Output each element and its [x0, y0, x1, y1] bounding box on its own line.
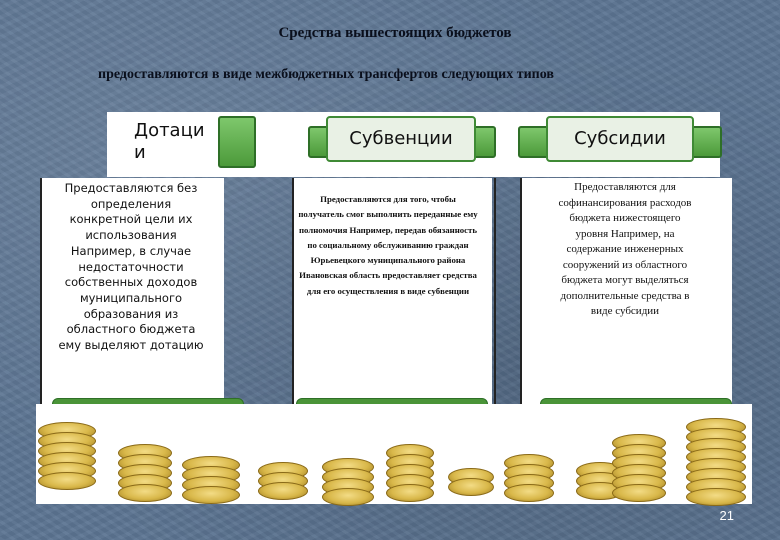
- coins-illustration: [36, 404, 752, 506]
- desc-subsidii: Предоставляются для софинансирования рас…: [558, 181, 692, 317]
- coin: [504, 484, 554, 502]
- divider-left: [40, 178, 42, 404]
- coin: [258, 482, 308, 500]
- page-number: 21: [719, 508, 734, 523]
- coin: [386, 484, 434, 502]
- desc-box-subventsii: [292, 178, 492, 404]
- desc-subventsii: Предоставляются для того, чтобы получате…: [298, 194, 478, 296]
- coin: [118, 484, 172, 502]
- coin: [38, 472, 96, 490]
- slide-title: Средства вышестоящих бюджетов: [278, 25, 512, 41]
- desc-box-dotatsii: [40, 178, 224, 404]
- ribbon-dotatsii: [218, 116, 256, 168]
- coin: [322, 488, 374, 506]
- divider-mid-left: [292, 178, 294, 404]
- tab-subsidii[interactable]: Субсидии: [546, 116, 694, 162]
- slide-subtitle: предоставляются в виде межбюджетных тран…: [98, 67, 554, 82]
- divider-right: [520, 178, 522, 404]
- coin: [182, 486, 240, 504]
- desc-box-subsidii: [520, 178, 732, 404]
- coin: [612, 484, 666, 502]
- divider-mid-right: [494, 178, 496, 404]
- tab-dotatsii[interactable]: Дотаци и: [130, 120, 205, 176]
- coin: [686, 488, 746, 506]
- desc-dotatsii: Предоставляются без определения конкретн…: [58, 181, 204, 353]
- coin: [448, 478, 494, 496]
- tab-subventsii[interactable]: Субвенции: [326, 116, 476, 162]
